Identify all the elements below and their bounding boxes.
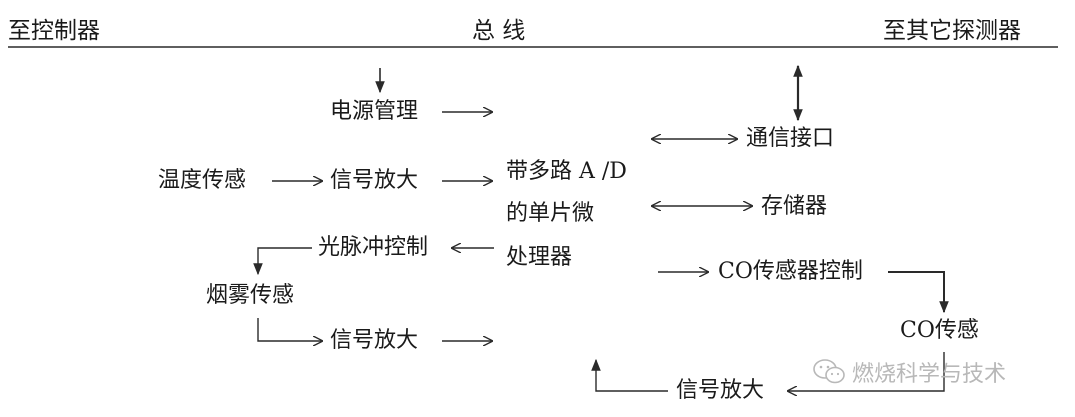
node-light-pulse-control: 光脉冲控制	[318, 235, 429, 260]
node-storage: 存储器	[761, 194, 828, 219]
node-comm-interface: 通信接口	[746, 126, 835, 151]
node-mcu-line2: 的单片微	[506, 201, 595, 226]
arrow-co-amp-to-mcu	[591, 358, 668, 392]
node-mcu-line3: 处理器	[506, 245, 573, 270]
node-mcu-line1: 带多路 A /D	[506, 159, 627, 184]
node-co-sensor: CO传感	[900, 318, 979, 343]
node-smoke-sensor: 烟雾传感	[206, 283, 295, 308]
watermark-text: 燃烧科学与技术	[852, 362, 1007, 387]
bus-label-left: 至控制器	[8, 18, 100, 44]
wechat-icon	[813, 359, 845, 384]
arrow-co-ctrl-to-co	[888, 271, 949, 314]
node-co-sensor-control: CO传感器控制	[718, 259, 863, 284]
node-co-amplifier: 信号放大	[676, 378, 765, 403]
bus-label-right: 至其它探测器	[883, 18, 1021, 44]
node-temp-amplifier: 信号放大	[330, 168, 419, 193]
node-power-management: 电源管理	[330, 99, 419, 124]
node-smoke-amplifier: 信号放大	[330, 328, 419, 353]
node-temperature-sensor: 温度传感	[158, 168, 247, 193]
bus-label-center: 总 线	[472, 18, 526, 44]
watermark: 燃烧科学与技术	[812, 356, 1006, 388]
arrow-smoke-to-amp	[257, 318, 322, 341]
arrow-co-to-amp	[788, 352, 945, 391]
arrow-light-to-smoke	[253, 247, 312, 276]
